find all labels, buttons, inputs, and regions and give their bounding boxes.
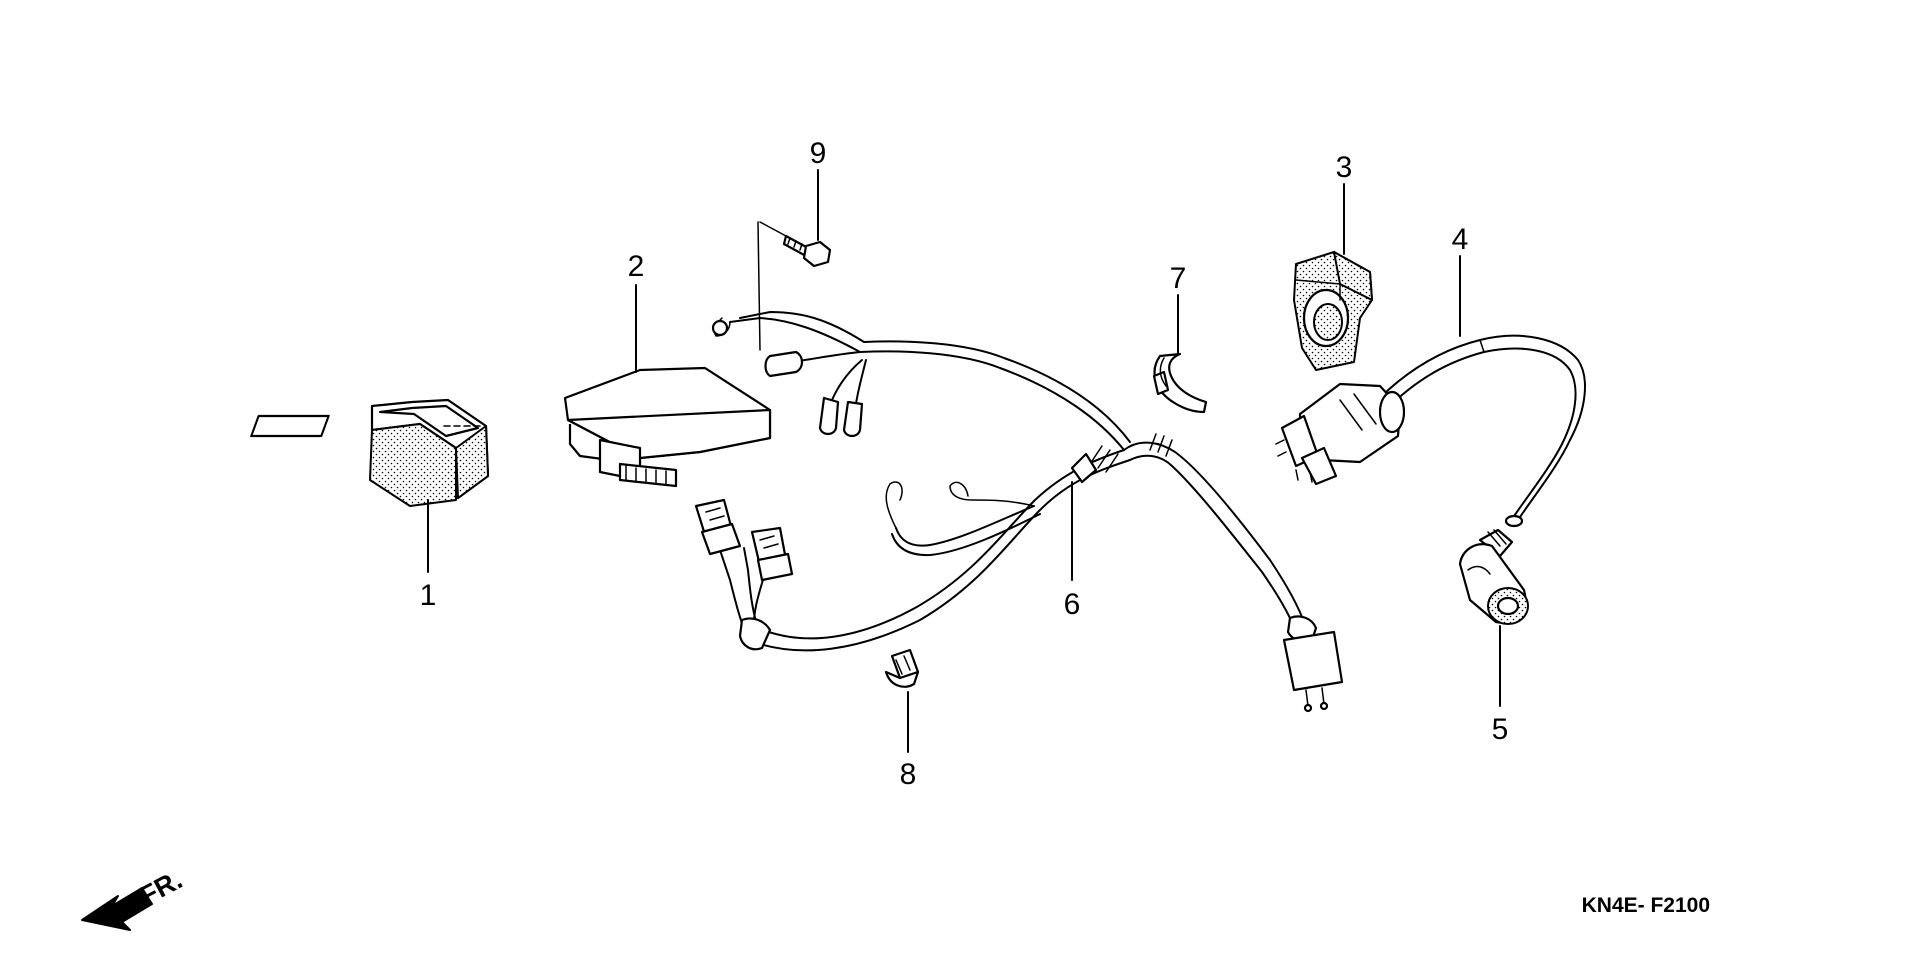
callout-3: 3 <box>1336 151 1353 184</box>
callout-1: 1 <box>420 579 437 612</box>
bolt-mount-bracket-line <box>757 221 787 351</box>
part-2-control-unit[interactable] <box>563 366 772 488</box>
part-4-ignition-coil[interactable] <box>1275 334 1586 528</box>
callout-8: 8 <box>900 758 917 791</box>
part-8-harness-clip[interactable] <box>884 648 920 688</box>
part-5-spark-plug-cap[interactable] <box>1458 528 1529 625</box>
callout-5: 5 <box>1492 713 1509 746</box>
figure-code: KN4E- F2100 <box>1582 894 1710 917</box>
part-1-connector-box[interactable] <box>250 398 490 507</box>
callout-7: 7 <box>1170 262 1187 295</box>
front-direction-indicator: FR. <box>81 864 187 931</box>
callout-4: 4 <box>1452 223 1469 256</box>
front-arrow-icon <box>81 887 153 931</box>
part-7-wire-clamp[interactable] <box>1152 352 1208 414</box>
part-9-bolt[interactable] <box>782 234 832 268</box>
callout-2: 2 <box>628 250 645 283</box>
callout-9: 9 <box>810 137 827 170</box>
part-3-rubber-mount[interactable] <box>1293 251 1373 371</box>
part-6-wire-harness[interactable] <box>694 310 1344 713</box>
callout-6: 6 <box>1064 588 1081 621</box>
